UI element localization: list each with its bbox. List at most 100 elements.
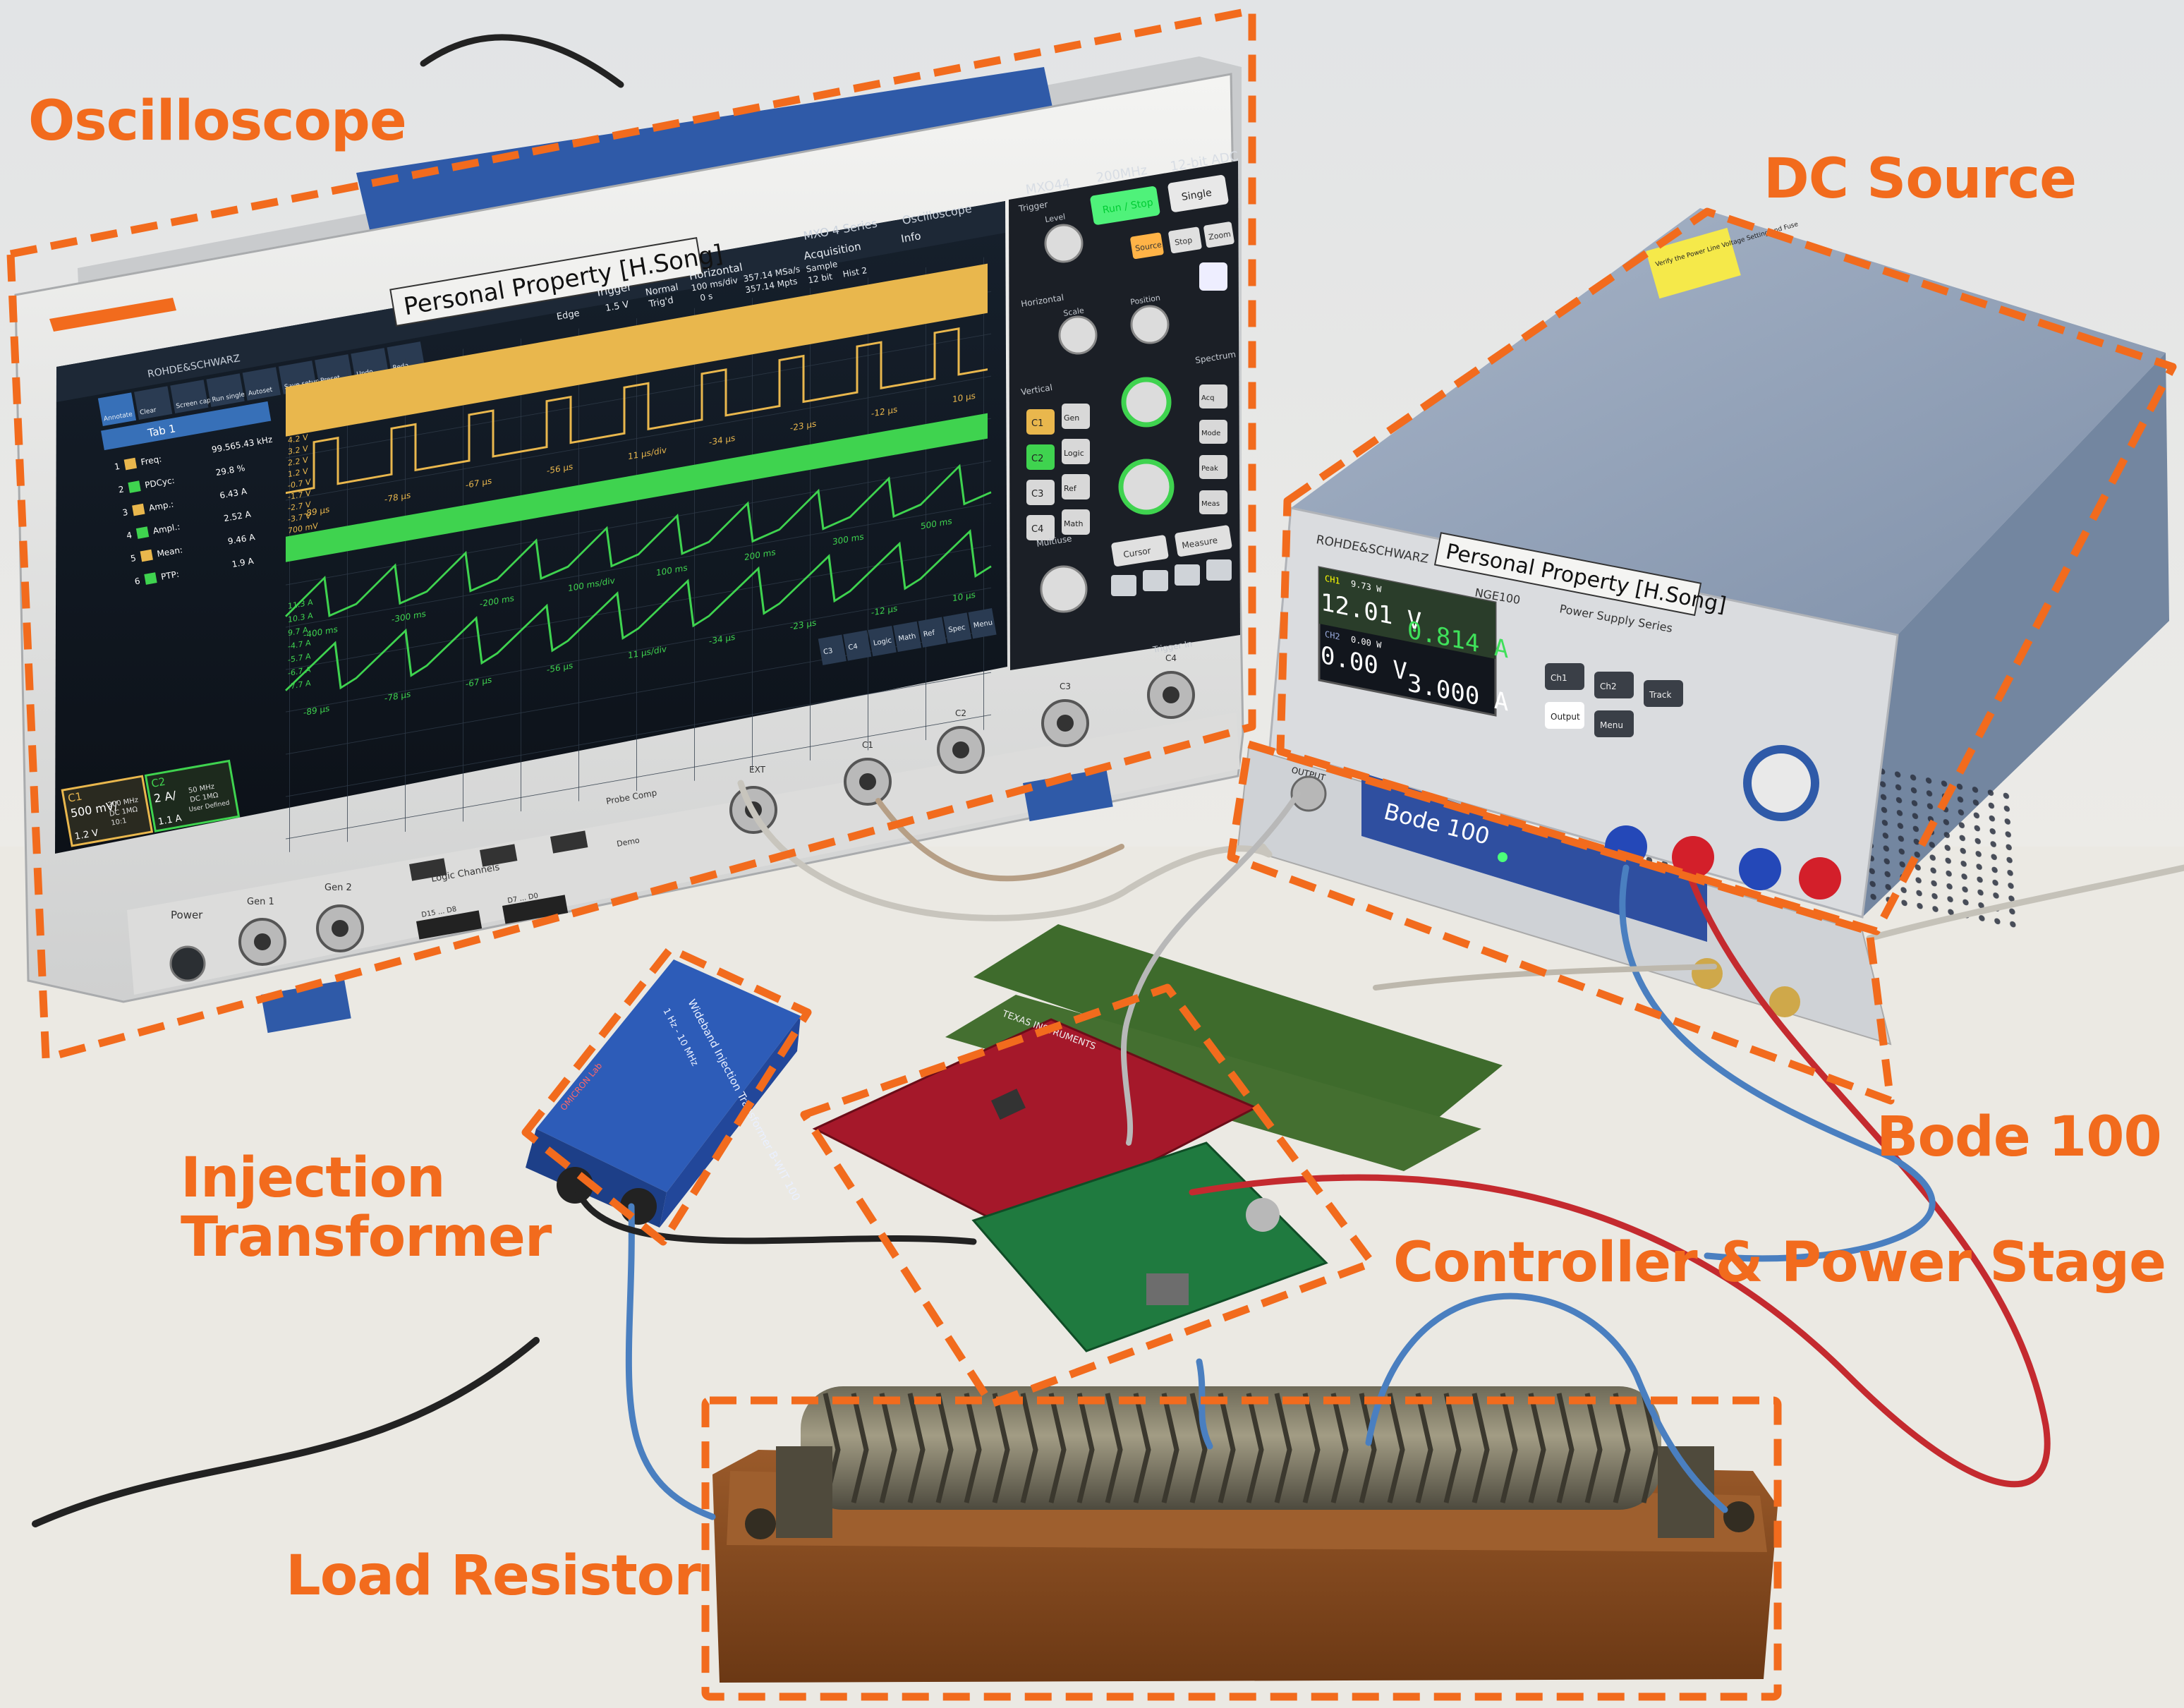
coil-rib xyxy=(1189,1393,1208,1503)
transformer-bnc-output[interactable] xyxy=(620,1188,657,1225)
bode-output-bnc[interactable] xyxy=(1290,775,1327,812)
zoom-button[interactable]: Zoom xyxy=(1203,222,1235,248)
gen2-label: Gen 2 xyxy=(324,883,352,893)
power-inductor xyxy=(1146,1273,1189,1305)
stop-button[interactable]: Stop xyxy=(1168,226,1202,254)
side-button-math[interactable] xyxy=(1062,509,1090,535)
spectrum-button-acq[interactable] xyxy=(1199,384,1227,408)
coil-rib xyxy=(1556,1393,1575,1503)
side-button-label: Math xyxy=(1064,519,1084,528)
ch1-label: C1 xyxy=(67,790,83,805)
horizontal-scale-knob[interactable] xyxy=(1058,315,1098,355)
run-stop-button[interactable]: Run / Stop xyxy=(1090,186,1160,225)
oscilloscope-foot-left xyxy=(261,980,351,1034)
psu-key-ch1[interactable] xyxy=(1545,663,1584,690)
measurement-channel-badge xyxy=(123,457,138,471)
keypad-button-b[interactable] xyxy=(1143,570,1168,591)
soft-button-spec[interactable] xyxy=(943,612,972,643)
coil-rib xyxy=(1387,1393,1405,1503)
coil-rib xyxy=(1105,1393,1123,1503)
channel-button-c2[interactable] xyxy=(1026,444,1055,470)
panel-trigger-label: Trigger xyxy=(1017,200,1048,214)
soft-button-math[interactable] xyxy=(893,621,922,653)
vertical-scale-knob[interactable] xyxy=(1118,459,1175,515)
keypad-button-a[interactable] xyxy=(1111,575,1136,596)
channel-button-c3[interactable] xyxy=(1026,480,1055,505)
toolbar-button-screen-capture[interactable] xyxy=(170,380,209,413)
logic-connector-a[interactable] xyxy=(416,910,483,940)
logic-connector-b[interactable] xyxy=(502,895,569,924)
ch1-info-box[interactable] xyxy=(61,775,154,847)
soft-button-c3[interactable] xyxy=(818,634,847,665)
channel-info-boxes: C1 500 mV/ 200 MHz DC 1MΩ 10:1 1.2 V C2 … xyxy=(61,759,241,847)
horizontal-position-knob[interactable] xyxy=(1130,305,1170,344)
usb-port-1[interactable] xyxy=(409,858,447,881)
power-stage-green-board xyxy=(971,1141,1328,1352)
psu-key-track[interactable] xyxy=(1644,680,1683,707)
volt-tick-label: 3.2 V xyxy=(288,444,308,456)
ch3-bnc-core xyxy=(1057,715,1074,732)
coil-rib xyxy=(1076,1393,1095,1503)
spectrum-button-meas[interactable] xyxy=(1199,490,1227,514)
keypad-button-c[interactable] xyxy=(1175,564,1200,586)
resistor-right-terminal[interactable] xyxy=(1723,1501,1754,1532)
info-button[interactable]: Info xyxy=(900,229,922,246)
multiuse-knob[interactable] xyxy=(1040,565,1088,613)
psu-rotary-knob[interactable] xyxy=(1743,745,1819,821)
grey-probe-cable xyxy=(737,780,1273,921)
output-capacitor xyxy=(1246,1198,1280,1232)
single-button[interactable]: Single xyxy=(1167,174,1230,212)
side-button-ref[interactable] xyxy=(1062,474,1090,499)
measurement-index: 1 xyxy=(114,461,121,472)
coil-rib xyxy=(1528,1393,1546,1503)
vertical-position-knob[interactable] xyxy=(1121,377,1172,428)
soft-button-menu[interactable] xyxy=(968,608,997,639)
trigger-level-knob[interactable] xyxy=(1044,224,1084,263)
channel-button-c4[interactable] xyxy=(1026,515,1055,540)
soft-button-logic[interactable] xyxy=(868,626,897,657)
spectrum-button-mode[interactable] xyxy=(1199,420,1227,444)
side-button-gen[interactable] xyxy=(1062,404,1090,429)
measurement-index: 4 xyxy=(126,530,133,540)
bode-channel-1-connector[interactable] xyxy=(1692,958,1723,989)
side-button-logic[interactable] xyxy=(1062,439,1090,464)
usb-port-2[interactable] xyxy=(480,844,518,867)
ch2-negative-terminal[interactable] xyxy=(1739,848,1781,890)
toolbar-button-run-single[interactable] xyxy=(206,373,245,407)
time-tick-label-zoom: -12 µs xyxy=(871,603,897,617)
zoom-search-icon[interactable] xyxy=(1199,262,1227,291)
soft-button-c4[interactable] xyxy=(843,630,872,661)
ch2-positive-terminal[interactable] xyxy=(1799,857,1841,900)
source-button[interactable]: Source xyxy=(1130,232,1164,260)
source-label: Source xyxy=(1134,240,1163,253)
toolbar-button-autoset[interactable] xyxy=(242,367,281,401)
psu-key-label: Track xyxy=(1649,690,1671,700)
resistor-left-terminal[interactable] xyxy=(745,1508,776,1539)
keypad-button-d[interactable] xyxy=(1206,559,1232,581)
psu-key-label: Ch2 xyxy=(1600,682,1617,691)
ch2-info-box[interactable] xyxy=(144,759,241,832)
stop-label: Stop xyxy=(1174,236,1193,248)
psu-key-output[interactable] xyxy=(1545,702,1584,729)
ch1-positive-terminal[interactable] xyxy=(1672,836,1714,878)
soft-button-ref[interactable] xyxy=(918,617,947,648)
time-tick-label-zoom: -89 µs xyxy=(303,703,329,717)
psu-key-menu[interactable] xyxy=(1594,710,1634,737)
channel-button-c1[interactable] xyxy=(1026,409,1055,435)
bode-channel-2-connector[interactable] xyxy=(1769,986,1800,1017)
gen1-label: Gen 1 xyxy=(247,897,274,907)
ch2-offset: 1.1 A xyxy=(157,813,183,828)
toolbar-button-annotate[interactable] xyxy=(97,392,137,427)
spectrum-button-peak[interactable] xyxy=(1199,455,1227,479)
psu-key-label: Menu xyxy=(1600,720,1623,730)
measure-button[interactable]: Measure xyxy=(1175,525,1232,557)
coil-rib xyxy=(1584,1393,1603,1503)
usb-port-3[interactable] xyxy=(550,830,588,854)
toolbar-button-clear[interactable] xyxy=(134,386,173,420)
label-oscilloscope: Oscilloscope xyxy=(28,90,407,153)
psu-key-ch2[interactable] xyxy=(1594,672,1634,698)
cursor-button[interactable]: Cursor xyxy=(1111,535,1169,567)
power-button[interactable] xyxy=(169,945,206,982)
